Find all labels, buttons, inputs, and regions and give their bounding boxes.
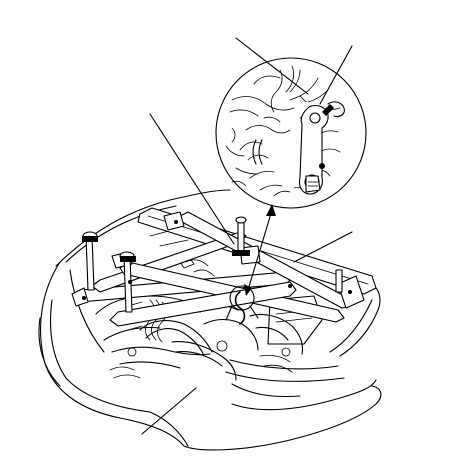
vehicle-body [38, 189, 382, 451]
callouts [141, 37, 353, 435]
callout-upper-left [235, 37, 309, 95]
callout-bumper [141, 387, 197, 435]
detail-magnifier [215, 57, 367, 209]
detail-pointer-arrow [247, 209, 273, 291]
detail-harness [225, 65, 341, 197]
detail-bracket [298, 101, 345, 195]
callout-upper-right [319, 45, 353, 105]
callout-fixture-center [149, 113, 235, 245]
support-fixture [71, 207, 377, 327]
callout-rail-right [293, 231, 353, 263]
